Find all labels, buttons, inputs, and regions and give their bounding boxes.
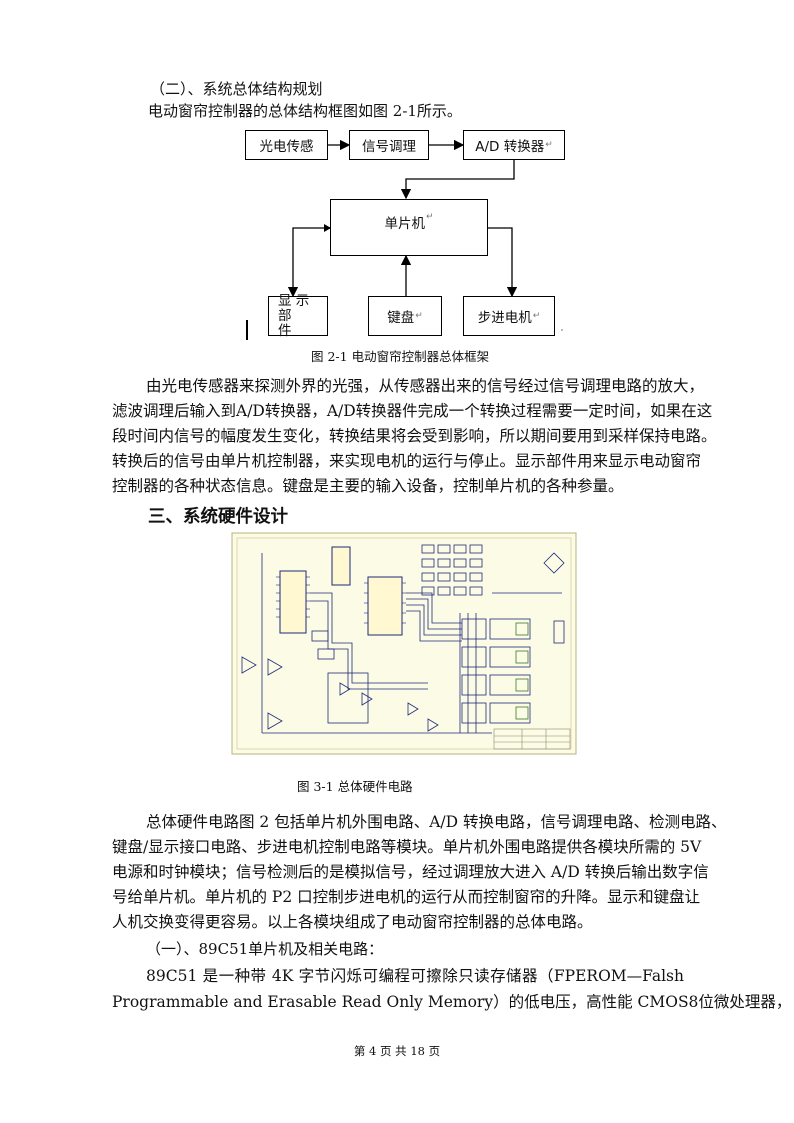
display-box: 显 示 部 件 (268, 292, 328, 339)
arrow-ad-to-mcu (400, 159, 515, 200)
paragraph-line: 电源和时钟模块；信号检测后的是模拟信号，经过调理放大进入 A/D 转换后输出数字… (112, 863, 709, 881)
paragraph-line: Programmable and Erasable Read Only Memo… (112, 993, 792, 1011)
hardware-schematic-image (231, 532, 577, 755)
stepper-label: 步进电机 (477, 310, 532, 326)
figure-3-1-caption: 图 3-1 总体硬件电路 (297, 779, 413, 794)
arrow-mcu-to-motor (488, 227, 518, 298)
para-mark-icon: ↵ (545, 140, 553, 150)
paragraph-line: 号给单片机。单片机的 P2 口控制步进电机的运行从而控制窗帘的升降。显示和键盘让 (112, 888, 701, 906)
paragraph-line: 控制器的各种状态信息。键盘是主要的输入设备，控制单片机的各种参量。 (112, 477, 624, 495)
paragraph-line: 89C51 是一种带 4K 字节闪烁可编程可擦除只读存储器（FPEROM—Fal… (146, 967, 684, 985)
intro-line: 电动窗帘控制器的总体结构框图如图 2-1所示。 (148, 102, 462, 120)
page-footer: 第 4 页 共 18 页 (353, 1044, 441, 1058)
keyboard-box: 键盘↵ (368, 296, 442, 336)
paragraph-line: 段时间内信号的幅度发生变化，转换结果将会受到影响，所以期间要用到采样保持电路。 (112, 427, 717, 445)
mcu-label: 单片机 (384, 216, 425, 232)
para-mark-icon: ↵ (425, 212, 434, 222)
para-mark-icon: ↵ (415, 311, 423, 321)
photo-sensor-label: 光电传感 (259, 139, 314, 155)
schematic-drawing (231, 532, 577, 755)
keyboard-label: 键盘 (387, 310, 415, 326)
diagram-connectors (246, 139, 563, 340)
section-title: （二）、系统总体结构规划 (150, 80, 323, 98)
display-label-line2: 件 (278, 322, 292, 339)
paragraph-line: 人机交换变得更容易。以上各模块组成了电动窗帘控制器的总体电路。 (112, 913, 593, 931)
paragraph-line: 由光电传感器来探测外界的光强，从传感器出来的信号经过信号调理电路的放大， (146, 377, 705, 395)
arrow-mcu-to-display (287, 227, 330, 298)
paragraph-line: 滤波调理后输入到A/D转换器，A/D转换器件完成一个转换过程需要一定时间，如果在… (112, 402, 713, 420)
section-heading: 三、系统硬件设计 (148, 507, 288, 527)
paragraph-line: 键盘/显示接口电路、步进电机控制电路等模块。单片机外围电路提供各模块所需的 5V (112, 838, 702, 856)
paragraph-line: 总体硬件电路图 2 包括单片机外围电路、A/D 转换电路，信号调理电路、检测电路… (146, 813, 727, 831)
mcu-box: 单片机↵ (330, 199, 488, 256)
figure-2-1-caption: 图 2-1 电动窗帘控制器总体框架 (311, 349, 490, 364)
ad-converter-box: A/D 转换器↵ (463, 130, 565, 160)
stepper-box: 步进电机↵ (463, 296, 555, 336)
signal-cond-label: 信号调理 (362, 139, 416, 155)
subsection-title: （一）、89C51单片机及相关电路： (146, 940, 384, 958)
photo-sensor-box: 光电传感 (245, 130, 328, 160)
display-label-line1: 显 示 部 (278, 292, 310, 324)
ad-converter-label: A/D 转换器 (475, 139, 545, 155)
paragraph-line: 转换后的信号由单片机控制器，来实现电机的运行与停止。显示部件用来显示电动窗帘 (112, 452, 702, 470)
signal-cond-box: 信号调理 (349, 130, 429, 160)
para-mark-icon: ↵ (532, 311, 541, 321)
